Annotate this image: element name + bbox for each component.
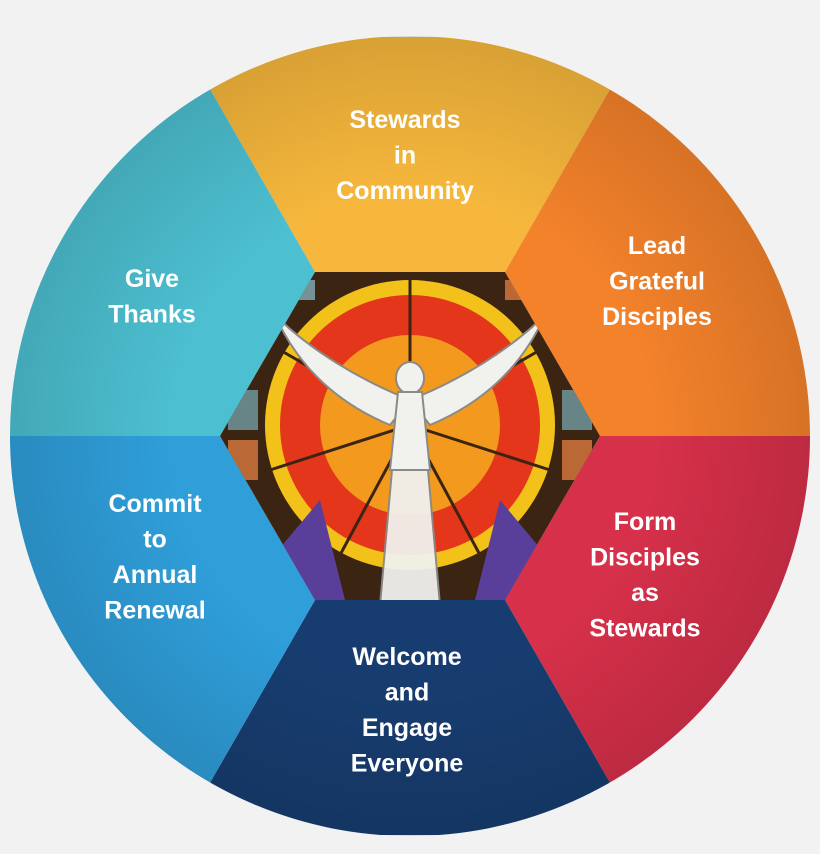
label-line: Community (336, 177, 474, 205)
label-line: Everyone (351, 750, 464, 778)
label-line: Disciples (602, 303, 712, 331)
label-line: Stewards (589, 615, 700, 643)
label-line: Grateful (609, 268, 705, 296)
label-line: Commit (108, 490, 202, 518)
label-line: and (385, 679, 429, 707)
label-line: Form (614, 508, 677, 536)
label-line: as (631, 579, 659, 607)
label-line: to (143, 526, 167, 554)
label-line: Lead (628, 232, 686, 260)
label-line: Give (125, 265, 179, 293)
dove-icon (274, 314, 546, 600)
label-line: in (394, 142, 416, 170)
label-line: Thanks (108, 301, 196, 329)
label-line: Renewal (104, 597, 205, 625)
label-line: Annual (113, 561, 198, 589)
label-line: Stewards (349, 106, 460, 134)
label-line: Welcome (352, 643, 461, 671)
label-line: Disciples (590, 544, 700, 572)
label-line: Engage (362, 714, 452, 742)
